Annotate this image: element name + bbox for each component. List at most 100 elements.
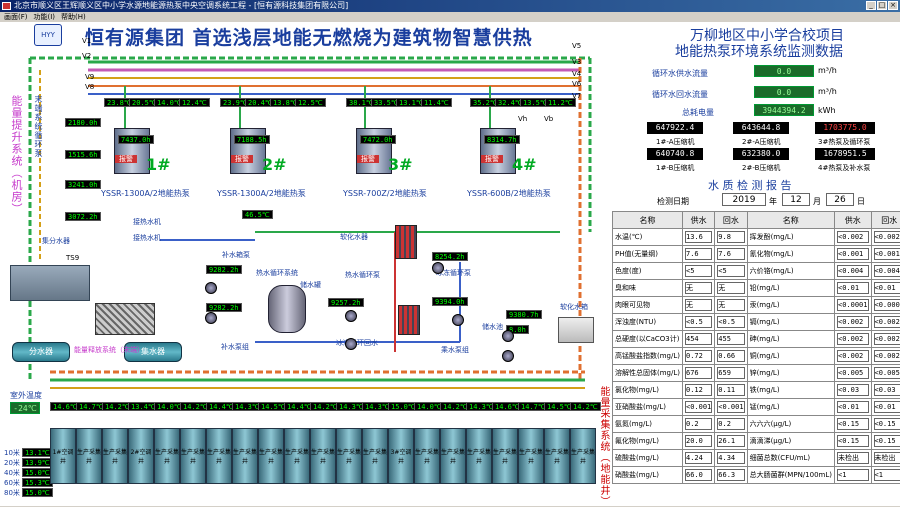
table-cell: 0.66 xyxy=(715,348,747,365)
table-cell: 66.3 xyxy=(715,467,747,484)
ground-well[interactable]: 生产采集井 xyxy=(284,428,310,484)
year-unit: 年 xyxy=(769,196,777,207)
table-cell: 7.6 xyxy=(715,246,747,263)
valve-label[interactable]: V7 xyxy=(572,92,581,100)
ground-well[interactable]: 生产采集井 xyxy=(154,428,180,484)
table-value: <0.002 xyxy=(837,316,869,328)
table-cell: <0.005 xyxy=(834,365,871,382)
column-header: 回水 xyxy=(871,212,900,229)
process-label: 软化水器 xyxy=(340,232,368,242)
column-header: 名称 xyxy=(613,212,683,229)
valve-label[interactable]: V2 xyxy=(82,52,91,60)
menu-function[interactable]: 功能(I) xyxy=(34,12,56,22)
table-value: <0.002 xyxy=(874,316,900,328)
table-value: <0.005 xyxy=(874,367,900,379)
table-cell: 锰(mg/L) xyxy=(747,399,834,416)
pump-icon[interactable] xyxy=(452,314,464,326)
depth-temp-readout: 15.0℃ xyxy=(22,468,53,477)
table-cell: 20.0 xyxy=(682,433,714,450)
table-cell: 汞(mg/L) xyxy=(747,297,834,314)
table-cell: 9.8 xyxy=(715,229,747,246)
ground-well[interactable]: 生产采集井 xyxy=(102,428,128,484)
meter-label: 2#-B压缩机 xyxy=(742,163,780,173)
alarm-indicator: 报警 xyxy=(231,155,253,163)
table-cell: 硫酸盐(mg/L) xyxy=(613,450,683,467)
table-cell: 0.12 xyxy=(682,382,714,399)
ground-well[interactable]: 生产采集井 xyxy=(570,428,596,484)
ground-well[interactable]: 生产采集井 xyxy=(440,428,466,484)
valve-label[interactable]: TS9 xyxy=(66,254,79,262)
ground-well[interactable]: 生产采集井 xyxy=(414,428,440,484)
day-field[interactable]: 26 xyxy=(826,193,854,206)
menu-help[interactable]: 帮助(H) xyxy=(61,12,86,22)
ground-well[interactable]: 生产采集井 xyxy=(76,428,102,484)
table-cell: 浑浊度(NTU) xyxy=(613,314,683,331)
supply-flow-label: 循环水供水流量 xyxy=(652,68,708,79)
process-label: 接热水机 xyxy=(133,233,161,243)
ground-well[interactable]: 生产采集井 xyxy=(232,428,258,484)
well-label: 生产采集井 xyxy=(285,449,309,465)
ground-well[interactable]: 生产采集井 xyxy=(544,428,570,484)
menu-screen[interactable]: 画面(F) xyxy=(4,12,28,22)
outdoor-temp-value: -24℃ xyxy=(10,402,40,414)
table-cell: <0.5 xyxy=(715,314,747,331)
table-value: 未检出 xyxy=(837,452,869,464)
month-field[interactable]: 12 xyxy=(782,193,810,206)
maximize-button[interactable]: □ xyxy=(877,1,887,10)
ground-well[interactable]: 1#空调井 xyxy=(50,428,76,484)
table-value: 0.66 xyxy=(717,350,744,362)
process-readout: 9380.7h xyxy=(506,310,542,319)
table-cell: <0.002 xyxy=(871,348,900,365)
pump-icon[interactable] xyxy=(502,330,514,342)
ground-well[interactable]: 生产采集井 xyxy=(518,428,544,484)
ground-well[interactable]: 生产采集井 xyxy=(336,428,362,484)
pump-icon[interactable] xyxy=(345,310,357,322)
pump-icon[interactable] xyxy=(502,350,514,362)
table-value: <0.002 xyxy=(874,231,900,243)
depth-temp-readout: 13.9℃ xyxy=(22,458,53,467)
table-cell: <0.002 xyxy=(871,331,900,348)
valve-label[interactable]: V4 xyxy=(572,70,581,78)
ground-well[interactable]: 生产采集井 xyxy=(258,428,284,484)
table-value: <0.0001 xyxy=(874,299,900,311)
year-field[interactable]: 2019 xyxy=(722,193,766,206)
energy-release-label: 能量释放系统（末端） xyxy=(74,345,144,355)
pump-icon[interactable] xyxy=(205,312,217,324)
ground-well[interactable]: 生产采集井 xyxy=(362,428,388,484)
table-cell: 氰化物(mg/L) xyxy=(747,246,834,263)
table-value: <1 xyxy=(874,469,900,481)
process-label: 热水循环泵 xyxy=(345,270,380,280)
meter-value: 632380.0 xyxy=(733,148,789,160)
table-cell: 挥发酚(mg/L) xyxy=(747,229,834,246)
table-value: <0.001 xyxy=(717,401,744,413)
valve-label[interactable]: V1 xyxy=(82,37,91,45)
heat-exchanger-icon xyxy=(395,225,417,259)
valve-label[interactable]: V5 xyxy=(572,42,581,50)
table-cell: <0.15 xyxy=(871,433,900,450)
valve-label[interactable]: V9 xyxy=(85,73,94,81)
valve-label[interactable]: V6 xyxy=(572,80,581,88)
ground-well[interactable]: 生产采集井 xyxy=(466,428,492,484)
valve-label[interactable]: Vb xyxy=(544,115,553,123)
ground-well[interactable]: 生产采集井 xyxy=(206,428,232,484)
ground-well[interactable]: 生产采集井 xyxy=(310,428,336,484)
pump-icon[interactable] xyxy=(205,282,217,294)
ground-well[interactable]: 生产采集井 xyxy=(180,428,206,484)
meter-value: 1678951.5 xyxy=(815,148,875,160)
table-value: <0.002 xyxy=(837,333,869,345)
close-button[interactable]: × xyxy=(888,1,898,10)
pump-icon[interactable] xyxy=(345,338,357,350)
table-value: 9.8 xyxy=(717,231,744,243)
table-value: <0.5 xyxy=(717,316,744,328)
ground-well[interactable]: 2#空调井 xyxy=(128,428,154,484)
valve-label[interactable]: Vh xyxy=(518,115,527,123)
table-value: <0.002 xyxy=(837,231,869,243)
valve-label[interactable]: V3 xyxy=(572,58,581,66)
valve-label[interactable]: V8 xyxy=(85,83,94,91)
pump-icon[interactable] xyxy=(432,262,444,274)
ground-well[interactable]: 生产采集井 xyxy=(492,428,518,484)
table-cell: 铁(mg/L) xyxy=(747,382,834,399)
minimize-button[interactable]: _ xyxy=(866,1,876,10)
ground-well[interactable]: 3#空调井 xyxy=(388,428,414,484)
table-cell: <0.001 xyxy=(834,246,871,263)
